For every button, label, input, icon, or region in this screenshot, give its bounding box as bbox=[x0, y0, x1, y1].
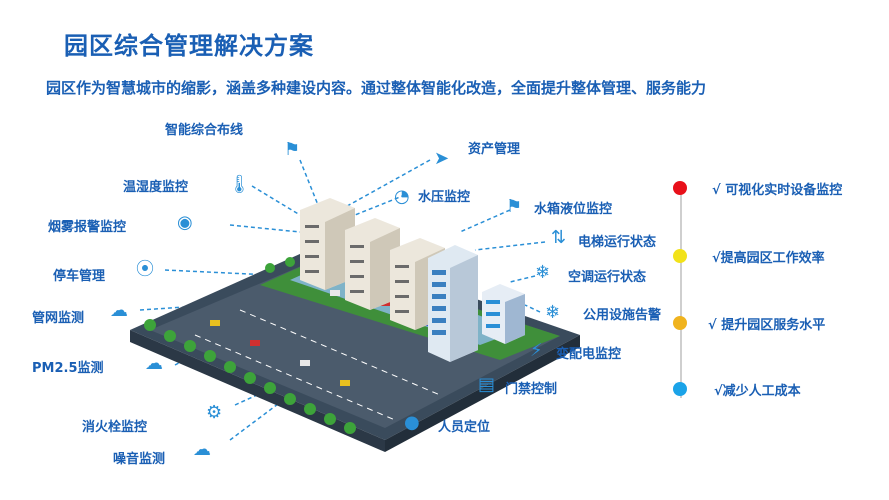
label-water-pressure: 水压监控 bbox=[418, 190, 471, 205]
small-building bbox=[482, 284, 525, 344]
benefit-dot-blue bbox=[673, 382, 687, 396]
label-hydrant: 消火栓监控 bbox=[82, 420, 148, 435]
benefit-item: √减少人工成本 bbox=[714, 384, 801, 399]
paper-plane-icon: ➤ bbox=[434, 148, 450, 169]
benefit-dot-red bbox=[673, 181, 687, 195]
label-temp-humidity: 温湿度监控 bbox=[123, 180, 189, 195]
lightning-icon: ⚡ bbox=[530, 340, 543, 361]
benefit-item: √ 提升园区服务水平 bbox=[708, 318, 826, 333]
label-pipe-network: 管网监测 bbox=[32, 311, 85, 326]
cloud-icon: ☁ bbox=[193, 439, 211, 460]
air-conditioner-icon: ❄ bbox=[535, 262, 551, 283]
benefit-dot-orange bbox=[673, 316, 687, 330]
cabling-icon: ⚑ bbox=[284, 139, 301, 160]
label-cabling: 智能综合布线 bbox=[165, 123, 244, 138]
elevator-icon: ⇅ bbox=[551, 227, 567, 248]
hydrant-valve-icon: ⚙ bbox=[206, 402, 223, 423]
label-tank-level: 水箱液位监控 bbox=[534, 202, 613, 217]
benefits-timeline bbox=[680, 188, 682, 398]
cloud-icon: ☁ bbox=[145, 353, 163, 374]
label-public-facility: 公用设施告警 bbox=[583, 308, 662, 323]
gauge-icon: ◔ bbox=[394, 186, 410, 207]
benefit-item: √ 可视化实时设备监控 bbox=[712, 183, 843, 198]
location-pin-icon: ⦿ bbox=[136, 259, 154, 280]
benefit-item: √提高园区工作效率 bbox=[712, 251, 825, 266]
page-subtitle: 园区作为智慧城市的缩影，涵盖多种建设内容。通过整体智能化改造，全面提升整体管理、… bbox=[46, 79, 707, 97]
label-noise: 噪音监测 bbox=[113, 452, 166, 467]
label-ac: 空调运行状态 bbox=[568, 270, 647, 285]
label-elevator: 电梯运行状态 bbox=[578, 235, 657, 250]
tank-level-icon: ⚑ bbox=[506, 196, 523, 217]
label-personnel: 人员定位 bbox=[438, 420, 491, 435]
label-pm25: PM2.5监测 bbox=[32, 361, 104, 376]
label-assets: 资产管理 bbox=[468, 142, 521, 157]
label-access: 门禁控制 bbox=[505, 382, 558, 397]
glass-tower bbox=[428, 245, 478, 362]
smoke-detector-icon: ◉ bbox=[177, 212, 193, 233]
person-icon: ● bbox=[404, 412, 420, 433]
label-parking: 停车管理 bbox=[53, 269, 106, 284]
page-title: 园区综合管理解决方案 bbox=[64, 32, 314, 60]
label-smoke-alarm: 烟雾报警监控 bbox=[48, 220, 127, 235]
facility-alert-icon: ❄ bbox=[545, 302, 561, 323]
door-access-icon: ▤ bbox=[478, 374, 496, 395]
benefit-dot-yellow bbox=[673, 249, 687, 263]
label-power: 变配电监控 bbox=[556, 347, 622, 362]
thermometer-icon: 🌡 bbox=[228, 174, 251, 195]
cloud-icon: ☁ bbox=[110, 300, 128, 321]
